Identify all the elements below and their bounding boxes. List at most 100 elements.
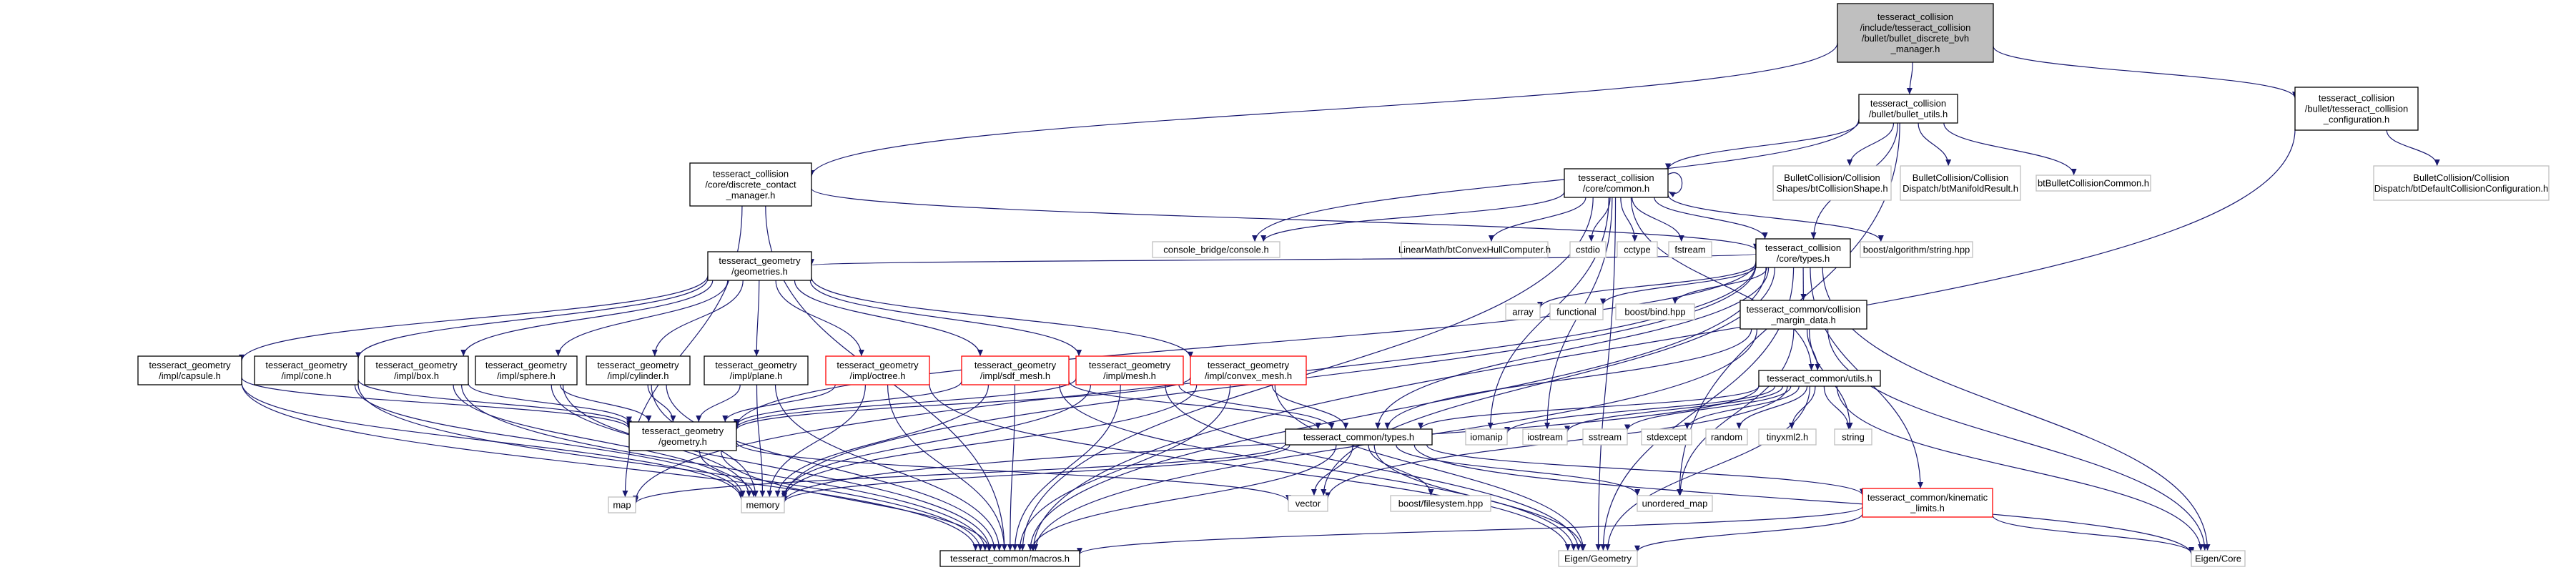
- edge-common_utils-to-stdexcept: [1684, 385, 1800, 430]
- node-label-line: tesseract_geometry: [837, 360, 919, 370]
- node-label-line: tesseract_collision: [713, 169, 789, 180]
- edge-common_types-to-map: [633, 443, 1286, 504]
- node-sdf-mesh[interactable]: tesseract_geometry/impl/sdf_mesh.h: [961, 355, 1070, 385]
- node-tess-config[interactable]: tesseract_collision/bullet/tesseract_col…: [2294, 87, 2419, 131]
- node-sstream: sstream: [1582, 428, 1628, 446]
- node-label-line: /impl/plane.h: [730, 370, 783, 381]
- node-octree[interactable]: tesseract_geometry/impl/octree.h: [825, 355, 930, 385]
- edge-sdf_mesh-to-memory: [774, 384, 990, 498]
- edge-mesh-to-geometry_h: [734, 378, 1077, 429]
- node-box: [608, 496, 636, 513]
- node-common-utils[interactable]: tesseract_common/utils.h: [1758, 370, 1881, 387]
- node-root[interactable]: tesseract_collision/include/tesseract_co…: [1837, 3, 1994, 63]
- node-box: [1569, 241, 1607, 258]
- node-label-line: tesseract_collision: [1870, 98, 1946, 109]
- edge-margin_data-to-common_types: [1384, 328, 1752, 430]
- node-label-line: Eigen/Core: [2195, 554, 2241, 564]
- node-label-line: tesseract_common/types.h: [1303, 432, 1414, 443]
- node-capsule[interactable]: tesseract_geometry/impl/capsule.h: [137, 355, 242, 385]
- node-box[interactable]: tesseract_geometry/impl/box.h: [364, 355, 469, 385]
- node-box: [2035, 175, 2151, 192]
- edge-cylinder-to-geometry_h: [647, 384, 676, 423]
- node-label-line: /impl/cylinder.h: [608, 370, 669, 381]
- node-label-line: Dispatch/btManifoldResult.h: [1903, 183, 2018, 194]
- edge-common_types-to-kinematic: [1426, 444, 1865, 496]
- node-label-line: tesseract_geometry: [485, 360, 568, 370]
- edge-cone-to-macros: [357, 384, 984, 551]
- edge-mesh-to-eigen_geo: [1165, 384, 1581, 551]
- node-label-line: btBulletCollisionCommon.h: [2038, 178, 2149, 189]
- edge-octree-to-geometry_h: [722, 384, 836, 423]
- edge-geometries-to-sphere: [555, 280, 729, 357]
- edge-common_utils-to-iostream: [1564, 385, 1784, 433]
- node-plane[interactable]: tesseract_geometry/impl/plane.h: [704, 355, 809, 385]
- node-kinematic[interactable]: tesseract_common/kinematic_limits.h: [1862, 488, 1993, 518]
- edge-box-to-geometry_h: [468, 383, 632, 423]
- edge-common_types-to-eigen_core: [1413, 444, 2194, 555]
- node-mesh[interactable]: tesseract_geometry/impl/mesh.h: [1075, 355, 1184, 385]
- node-label-line: vector: [1296, 498, 1321, 509]
- node-vector: vector: [1288, 495, 1328, 512]
- node-label-line: tesseract_geometry: [715, 360, 797, 370]
- edge-sphere-to-macros: [562, 384, 993, 551]
- node-cstdio: cstdio: [1569, 241, 1607, 258]
- node-geometry-h[interactable]: tesseract_geometry/geometry.h: [628, 421, 737, 451]
- node-label-line: /bullet/tesseract_collision: [2305, 104, 2409, 114]
- node-label-line: console_bridge/console.h: [1163, 245, 1268, 255]
- node-cylinder[interactable]: tesseract_geometry/impl/cylinder.h: [586, 355, 691, 385]
- edge-common_types-to-vector: [1311, 444, 1353, 496]
- node-label-line: /include/tesseract_collision: [1860, 22, 1971, 33]
- node-unordered-map: unordered_map: [1637, 495, 1713, 512]
- node-console: console_bridge/console.h: [1152, 241, 1280, 258]
- node-cctype: cctype: [1617, 241, 1658, 258]
- node-box: [1558, 550, 1638, 567]
- node-label-line: tesseract_geometry: [265, 360, 347, 370]
- node-cone[interactable]: tesseract_geometry/impl/cone.h: [254, 355, 359, 385]
- edge-geometries-to-capsule: [239, 275, 709, 361]
- edge-sdf_mesh-to-macros: [1007, 384, 1016, 551]
- node-bullet-utils[interactable]: tesseract_collision/bullet/bullet_utils.…: [1858, 94, 1958, 124]
- edge-bullet_utils-to-bt_manifold: [1918, 122, 1952, 167]
- edge-geometries-to-sdf_mesh: [794, 280, 983, 357]
- node-core-types[interactable]: tesseract_collision/core/types.h: [1755, 238, 1851, 268]
- node-box: [1739, 300, 1867, 330]
- edge-kinematic-to-macros: [1077, 506, 1863, 555]
- node-core-common[interactable]: tesseract_collision/core/common.h: [1564, 168, 1669, 198]
- node-label-line: boost/bind.hpp: [1624, 307, 1685, 318]
- edge-margin_data-to-unordered_map: [1677, 328, 1795, 496]
- node-label-line: /impl/octree.h: [849, 370, 905, 381]
- node-label-line: tesseract_geometry: [1208, 360, 1290, 370]
- node-common-types[interactable]: tesseract_common/types.h: [1285, 428, 1433, 446]
- node-label-line: tesseract_common/collision: [1747, 304, 1861, 315]
- node-box: [2373, 165, 2550, 201]
- node-label-line: /impl/cone.h: [281, 370, 331, 381]
- node-macros[interactable]: tesseract_common/macros.h: [939, 550, 1080, 567]
- node-label-line: tesseract_common/macros.h: [950, 554, 1070, 564]
- edge-tess_config-to-bt_default: [2386, 129, 2440, 167]
- edge-mesh-to-memory: [781, 384, 1092, 498]
- node-discrete-mgr[interactable]: tesseract_collision/core/discrete_contac…: [689, 162, 812, 207]
- node-margin-data[interactable]: tesseract_common/collision_margin_data.h: [1739, 300, 1867, 330]
- node-box: [1582, 428, 1628, 446]
- node-convex-mesh[interactable]: tesseract_geometry/impl/convex_mesh.h: [1190, 355, 1307, 385]
- edge-octree-to-memory: [766, 384, 867, 498]
- node-label-line: BulletCollision/Collision: [1913, 172, 2008, 183]
- edge-tess_config-to-macros: [1030, 129, 2296, 551]
- node-sphere[interactable]: tesseract_geometry/impl/sphere.h: [475, 355, 578, 385]
- node-box: [475, 355, 578, 385]
- edge-core_common-to-boost_alg: [1667, 194, 1884, 242]
- edge-bullet_utils-to-console: [1252, 119, 1860, 242]
- node-iomanip: iomanip: [1465, 428, 1508, 446]
- node-label-line: /impl/capsule.h: [159, 370, 221, 381]
- node-box: [2191, 550, 2246, 567]
- node-box: [1637, 495, 1713, 512]
- node-box: [939, 550, 1080, 567]
- node-label-line: tesseract_geometry: [719, 255, 801, 266]
- edge-geometries-to-plane: [754, 280, 760, 357]
- edge-cylinder-to-macros: [666, 384, 997, 551]
- node-memory: memory: [741, 496, 785, 513]
- edge-box-to-memory: [453, 384, 746, 498]
- node-label-line: Eigen/Geometry: [1564, 554, 1632, 564]
- edge-common_types-to-boost_fs: [1368, 444, 1434, 496]
- node-geometries[interactable]: tesseract_geometry/geometries.h: [707, 251, 812, 281]
